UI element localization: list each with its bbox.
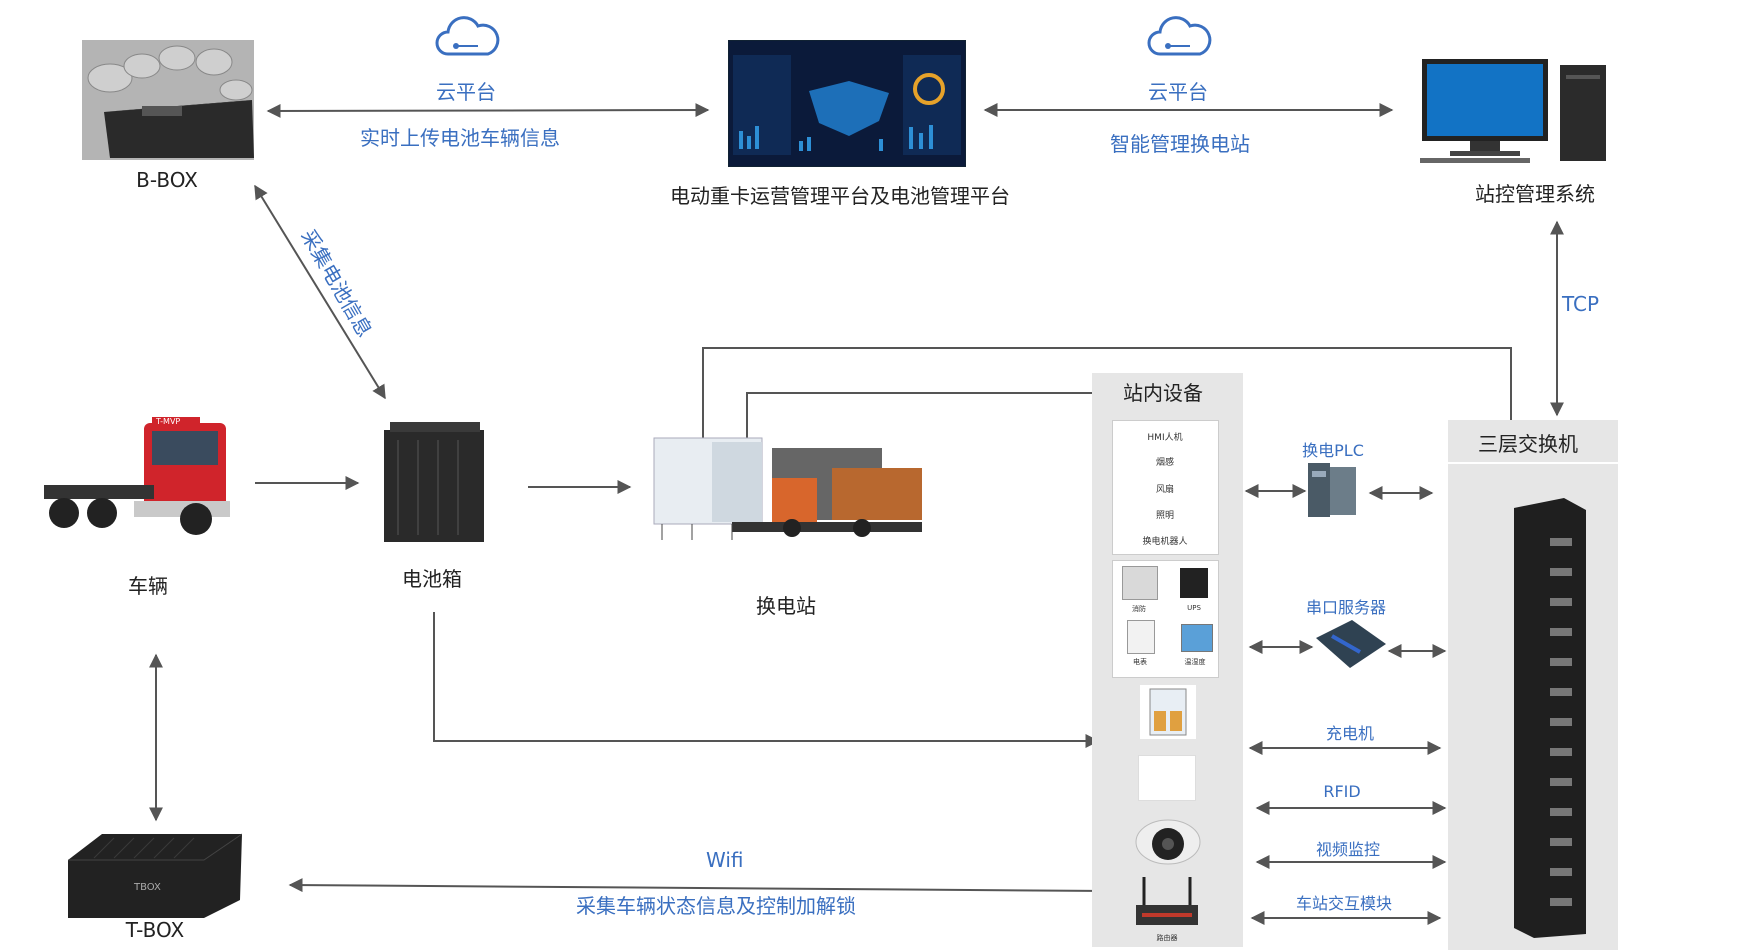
cloud-right-label: 云平台 bbox=[1148, 80, 1208, 104]
serial-device-label: UPS bbox=[1187, 604, 1201, 612]
upload-info-label: 实时上传电池车辆信息 bbox=[360, 126, 560, 150]
collect-vehicle-label: 采集车辆状态信息及控制加解锁 bbox=[576, 894, 856, 918]
battery-box-image bbox=[378, 420, 490, 550]
swap-station-label: 换电站 bbox=[756, 594, 816, 618]
cloud-left-label: 云平台 bbox=[436, 80, 496, 104]
wifi-label: Wifi bbox=[706, 848, 744, 872]
swap-station-image bbox=[652, 428, 930, 546]
link-tbox-router bbox=[288, 878, 1110, 898]
tbox-label: T-BOX bbox=[125, 918, 185, 942]
smart-manage-label: 智能管理换电站 bbox=[1110, 132, 1250, 156]
humidity-device-icon bbox=[1181, 624, 1213, 652]
station-interaction-label: 车站交互模块 bbox=[1295, 894, 1393, 913]
ups-device-icon bbox=[1180, 568, 1208, 598]
tbox-image: TBOX bbox=[64, 830, 243, 922]
bbox-image bbox=[82, 40, 254, 160]
serial-device-label: 消防 bbox=[1132, 605, 1146, 613]
truck-image: T-MVP bbox=[24, 413, 248, 543]
cloud-icon-right bbox=[1147, 16, 1212, 56]
hmi-list-item: 风扇 bbox=[1155, 485, 1175, 495]
charger-label: 充电机 bbox=[1325, 724, 1375, 743]
swap-plc-label: 换电PLC bbox=[1302, 441, 1364, 460]
station-control-label: 站控管理系统 bbox=[1475, 182, 1595, 206]
bbox-label: B-BOX bbox=[136, 168, 198, 192]
platform-dashboard-image bbox=[728, 40, 966, 167]
truck-plate-text: T-MVP bbox=[155, 417, 180, 426]
serial-server-image bbox=[1312, 618, 1388, 672]
hmi-list-box bbox=[1112, 420, 1219, 555]
tcp-label: TCP bbox=[1562, 292, 1600, 316]
switch-title: 三层交换机 bbox=[1478, 432, 1578, 456]
switch-device-image bbox=[1494, 498, 1586, 938]
vehicle-label: 车辆 bbox=[128, 574, 168, 598]
link-battery-equipment bbox=[433, 612, 1100, 748]
serial-server-label: 串口服务器 bbox=[1305, 598, 1387, 617]
battery-box-label: 电池箱 bbox=[402, 567, 462, 591]
fire-device-icon bbox=[1122, 566, 1158, 600]
camera-device-image bbox=[1134, 810, 1202, 866]
link-bbox-platform bbox=[266, 103, 710, 118]
link-swap-switch bbox=[702, 347, 1512, 480]
hmi-list-item: HMI人机 bbox=[1147, 433, 1183, 443]
router-device-image bbox=[1132, 875, 1202, 929]
hmi-list-item: 照明 bbox=[1155, 511, 1175, 521]
rfid-device-image bbox=[1138, 755, 1196, 801]
meter-device-icon bbox=[1127, 620, 1155, 654]
link-bbox-battery bbox=[254, 184, 386, 400]
plc-device-image bbox=[1306, 461, 1358, 519]
switch-title-divider bbox=[1448, 462, 1618, 464]
tbox-plate-text: TBOX bbox=[133, 882, 161, 893]
cloud-icon bbox=[435, 16, 500, 56]
serial-device-label: 电表 bbox=[1133, 658, 1147, 666]
rfid-label: RFID bbox=[1323, 782, 1361, 801]
station-control-pc-image bbox=[1420, 55, 1610, 163]
hmi-list-item: 烟感 bbox=[1155, 458, 1175, 468]
router-label: 路由器 bbox=[1156, 934, 1178, 942]
serial-device-label: 温湿度 bbox=[1184, 658, 1206, 666]
hmi-list-item: 换电机器人 bbox=[1142, 537, 1188, 547]
video-label: 视频监控 bbox=[1315, 840, 1381, 859]
charger-device-image bbox=[1140, 685, 1196, 739]
station-equipment-title: 站内设备 bbox=[1123, 381, 1203, 405]
platform-label: 电动重卡运营管理平台及电池管理平台 bbox=[670, 184, 1010, 208]
